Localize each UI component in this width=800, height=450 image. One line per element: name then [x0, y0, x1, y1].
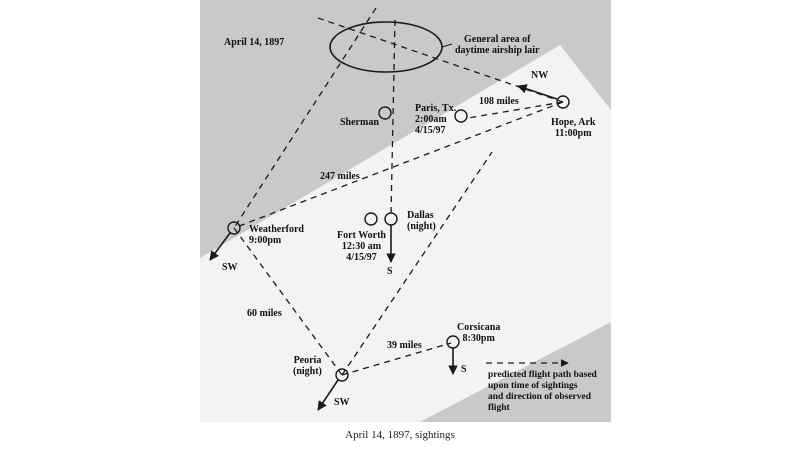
city-label-sherman: Sherman: [340, 117, 379, 128]
paris-name: Paris, Tx.: [415, 103, 457, 114]
city-marker-peoria: [335, 368, 349, 382]
highlight-region: [200, 45, 611, 422]
distance-peoria-corsicana: 39 miles: [387, 340, 422, 351]
lair-label-line-1: General area of: [463, 34, 531, 45]
legend-line-1: predicted flight path based: [488, 370, 597, 380]
weatherford-time: 9:00pm: [249, 235, 282, 246]
peoria-name: Peoria: [293, 355, 322, 366]
city-label-peoria: Peoria (night): [293, 355, 322, 377]
weatherford-name: Weatherford: [249, 224, 304, 235]
direction-arrow-weatherford: [209, 232, 231, 261]
corsicana-direction-label: S: [461, 364, 467, 375]
distance-hope-weatherford: 247 miles: [320, 171, 360, 182]
peoria-direction-label: SW: [334, 397, 350, 408]
weatherford-direction-label: SW: [222, 262, 238, 273]
city-marker-sherman: [378, 106, 392, 120]
hope-name: Hope, Ark: [551, 117, 596, 128]
peoria-note: (night): [293, 366, 322, 377]
legend-text: predicted flight path based upon time of…: [488, 370, 597, 414]
path-peoria-corsicana: [341, 342, 452, 376]
fort-worth-date: 4/15/97: [346, 252, 377, 263]
direction-arrow-hope: [517, 84, 558, 100]
dallas-note: (night): [407, 221, 436, 232]
flight-paths: [233, 7, 569, 376]
legend-line-2: upon time of sightings: [488, 381, 578, 391]
city-label-paris: Paris, Tx. 2:00am 4/15/97: [415, 103, 456, 136]
city-label-hope: Hope, Ark 11:00pm: [551, 117, 595, 139]
map-date-title: April 14, 1897: [224, 37, 285, 48]
city-marker-fort-worth: [364, 212, 378, 226]
dallas-direction-label: S: [387, 266, 393, 277]
city-marker-paris: [454, 109, 468, 123]
distance-weatherford-peoria: 60 miles: [247, 308, 282, 319]
dallas-name: Dallas: [407, 210, 434, 221]
city-label-corsicana: Corsicana 8:30pm: [457, 322, 500, 344]
direction-arrow-peoria: [317, 379, 339, 411]
path-peoria-north: [341, 151, 493, 376]
corsicana-time: 8:30pm: [462, 333, 495, 344]
city-marker-hope: [556, 95, 570, 109]
fort-worth-time: 12:30 am: [341, 241, 382, 252]
fort-worth-name: Fort Worth: [337, 230, 386, 241]
hope-direction-label: NW: [531, 70, 549, 81]
lair-label: General area of daytime airship lair: [455, 34, 539, 56]
paris-date: 4/15/97: [415, 125, 446, 136]
hope-time: 11:00pm: [554, 128, 592, 139]
path-weatherford-peoria: [233, 227, 343, 376]
lair-pointer-line: [441, 43, 453, 48]
city-label-weatherford: Weatherford 9:00pm: [249, 224, 304, 246]
paris-time: 2:00am: [415, 114, 447, 125]
city-marker-weatherford: [227, 221, 241, 235]
legend-line-4: flight: [488, 403, 510, 413]
path-hope-paris: [467, 101, 564, 119]
city-label-dallas: Dallas (night): [407, 210, 436, 232]
corsicana-name: Corsicana: [457, 322, 501, 333]
lair-label-line-2: daytime airship lair: [455, 45, 540, 56]
city-label-fort-worth: Fort Worth 12:30 am 4/15/97: [337, 230, 386, 263]
legend-line-3: and direction of observed: [488, 392, 592, 402]
distance-hope-paris: 108 miles: [479, 96, 519, 107]
path-hope-weatherford: [233, 101, 564, 229]
figure-caption: April 14, 1897, sightings: [345, 429, 455, 441]
